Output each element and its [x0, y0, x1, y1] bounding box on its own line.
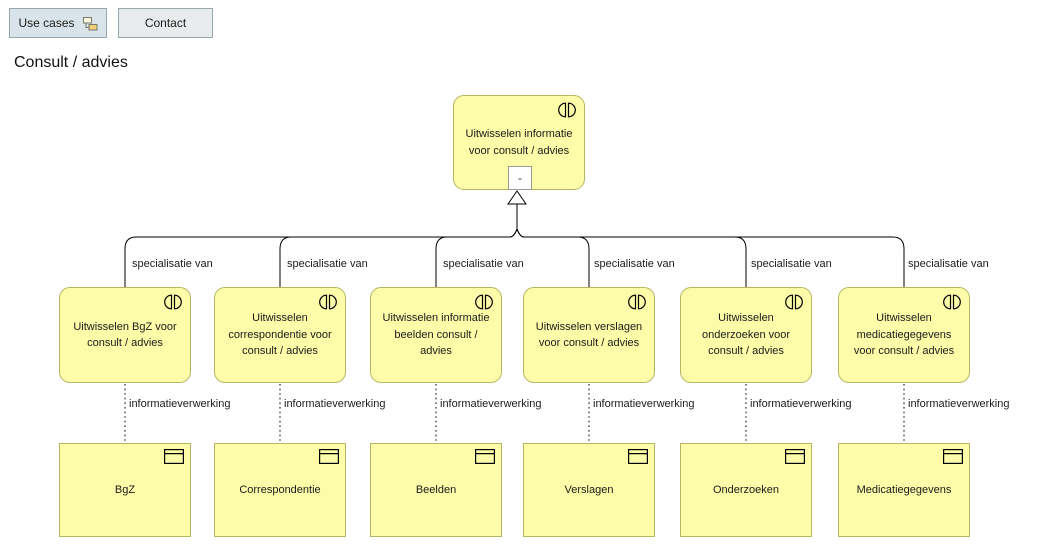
object-node-label: Onderzoeken — [712, 483, 780, 496]
object-node[interactable]: BgZ — [59, 443, 191, 537]
edge-label-specialisatie: specialisatie van — [443, 258, 524, 270]
business-object-icon — [943, 449, 963, 464]
service-node[interactable]: Uitwisselen correspondentie voor consult… — [214, 287, 346, 383]
contact-button-label: Contact — [144, 16, 187, 30]
object-node-label: Verslagen — [564, 483, 614, 496]
service-node-label: Uitwisselen informatie voor consult / ad… — [465, 128, 573, 157]
object-node[interactable]: Verslagen — [523, 443, 655, 537]
generalization-edge — [516, 228, 590, 287]
business-object-icon — [785, 449, 805, 464]
business-object-icon — [319, 449, 339, 464]
use-cases-button[interactable]: Use cases — [9, 8, 107, 38]
generalization-arrowhead — [507, 190, 527, 205]
service-node-label: Uitwisselen correspondentie voor consult… — [228, 312, 332, 358]
edge-label-specialisatie: specialisatie van — [594, 258, 675, 270]
page-title: Consult / advies — [14, 54, 128, 71]
object-node[interactable]: Correspondentie — [214, 443, 346, 537]
service-node-label: Uitwisselen informatie beelden consult /… — [382, 312, 490, 358]
service-node[interactable]: Uitwisselen verslagen voor consult / adv… — [523, 287, 655, 383]
service-node[interactable]: Uitwisselen medicatiegegevens voor consu… — [838, 287, 970, 383]
edge-label-specialisatie: specialisatie van — [751, 258, 832, 270]
edge-label-specialisatie: specialisatie van — [132, 258, 213, 270]
interaction-icon — [943, 294, 961, 310]
object-node[interactable]: Medicatiegegevens — [838, 443, 970, 537]
edge-label-informatieverwerking: informatieverwerking — [284, 398, 386, 410]
diagram-model-icon — [82, 16, 98, 30]
object-node-label: Medicatiegegevens — [856, 483, 952, 496]
edge-label-informatieverwerking: informatieverwerking — [908, 398, 1010, 410]
edge-label-informatieverwerking: informatieverwerking — [593, 398, 695, 410]
business-object-icon — [164, 449, 184, 464]
edge-label-informatieverwerking: informatieverwerking — [750, 398, 852, 410]
interaction-icon — [558, 102, 576, 118]
edge-label-specialisatie: specialisatie van — [908, 258, 989, 270]
generalization-edge — [435, 228, 518, 287]
object-node[interactable]: Onderzoeken — [680, 443, 812, 537]
service-node[interactable]: Uitwisselen BgZ voor consult / advies — [59, 287, 191, 383]
interaction-icon — [475, 294, 493, 310]
edge-label-informatieverwerking: informatieverwerking — [129, 398, 231, 410]
object-node-label: Beelden — [415, 483, 457, 496]
business-object-icon — [475, 449, 495, 464]
generalization-edge — [516, 228, 905, 287]
service-node-label: Uitwisselen BgZ voor consult / advies — [73, 320, 177, 350]
service-node[interactable]: Uitwisselen onderzoeken voor consult / a… — [680, 287, 812, 383]
contact-button[interactable]: Contact — [118, 8, 213, 38]
service-node-label: Uitwisselen verslagen voor consult / adv… — [535, 320, 643, 350]
interaction-icon — [785, 294, 803, 310]
business-object-icon — [628, 449, 648, 464]
object-node[interactable]: Beelden — [370, 443, 502, 537]
edge-label-informatieverwerking: informatieverwerking — [440, 398, 542, 410]
interaction-icon — [164, 294, 182, 310]
object-node-label: BgZ — [114, 483, 136, 496]
use-cases-button-label: Use cases — [18, 16, 75, 30]
service-node-label: Uitwisselen onderzoeken voor consult / a… — [701, 312, 791, 358]
collapse-toggle[interactable]: - — [508, 166, 532, 190]
interaction-icon — [319, 294, 337, 310]
interaction-icon — [628, 294, 646, 310]
edge-label-specialisatie: specialisatie van — [287, 258, 368, 270]
service-node-label: Uitwisselen medicatiegegevens voor consu… — [853, 312, 955, 358]
service-node[interactable]: Uitwisselen informatie beelden consult /… — [370, 287, 502, 383]
object-node-label: Correspondentie — [239, 483, 321, 496]
